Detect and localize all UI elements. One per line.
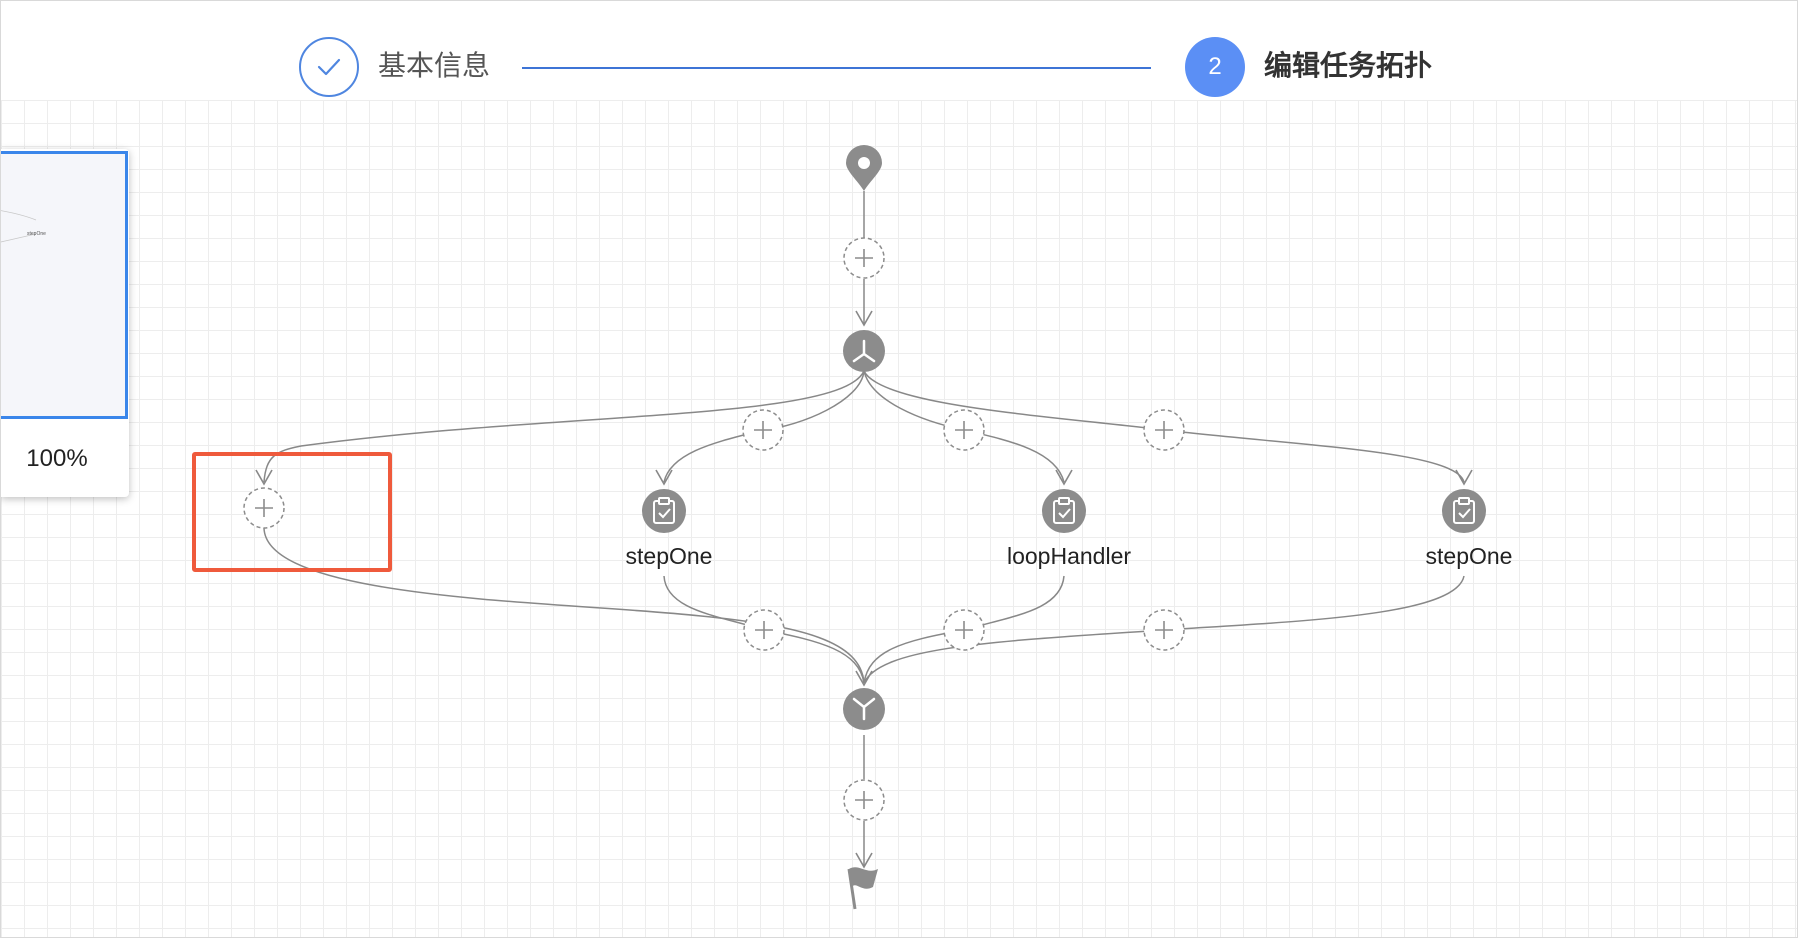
zoom-level[interactable]: 100% [26, 445, 88, 472]
plus-icon[interactable] [843, 237, 885, 279]
edges [263, 191, 1465, 867]
step-2-number[interactable]: 2 [1185, 37, 1245, 97]
clipboard-check-icon[interactable] [1441, 488, 1487, 534]
check-icon [317, 58, 341, 76]
plus-icon[interactable] [1143, 409, 1185, 451]
step-2-label[interactable]: 编辑任务拓扑 [1264, 49, 1433, 82]
plus-icon[interactable] [742, 409, 784, 451]
clipboard-check-icon[interactable] [1041, 488, 1087, 534]
clipboard-check-icon[interactable] [641, 488, 687, 534]
plus-icon[interactable] [943, 409, 985, 451]
minimap[interactable]: stepOne 100% [1, 149, 129, 497]
task-label-loophandler[interactable]: loopHandler [1006, 543, 1132, 569]
plus-icon[interactable] [843, 779, 885, 821]
step-1-label[interactable]: 基本信息 [378, 49, 491, 82]
task-label-stepone-1[interactable]: stepOne [625, 543, 713, 569]
location-pin-icon[interactable] [846, 145, 882, 191]
minimap-preview: stepOne [1, 210, 46, 243]
minimap-viewport[interactable]: stepOne [1, 151, 128, 419]
topology-graph [243, 145, 1487, 910]
plus-icon[interactable] [1143, 609, 1185, 651]
step-connector [522, 67, 1151, 69]
highlight-box [192, 452, 392, 572]
plus-icon[interactable] [943, 609, 985, 651]
flag-icon[interactable] [847, 867, 878, 910]
step-1-done-indicator[interactable] [299, 37, 359, 97]
task-label-stepone-2[interactable]: stepOne [1425, 543, 1513, 569]
fork-icon[interactable] [843, 330, 885, 372]
step-progress: 基本信息 2 编辑任务拓扑 [1, 1, 1797, 100]
join-icon[interactable] [843, 688, 885, 730]
plus-icon[interactable] [743, 609, 785, 651]
minimap-preview-label: stepOne [27, 231, 46, 237]
graph-canvas[interactable] [1, 100, 1797, 937]
